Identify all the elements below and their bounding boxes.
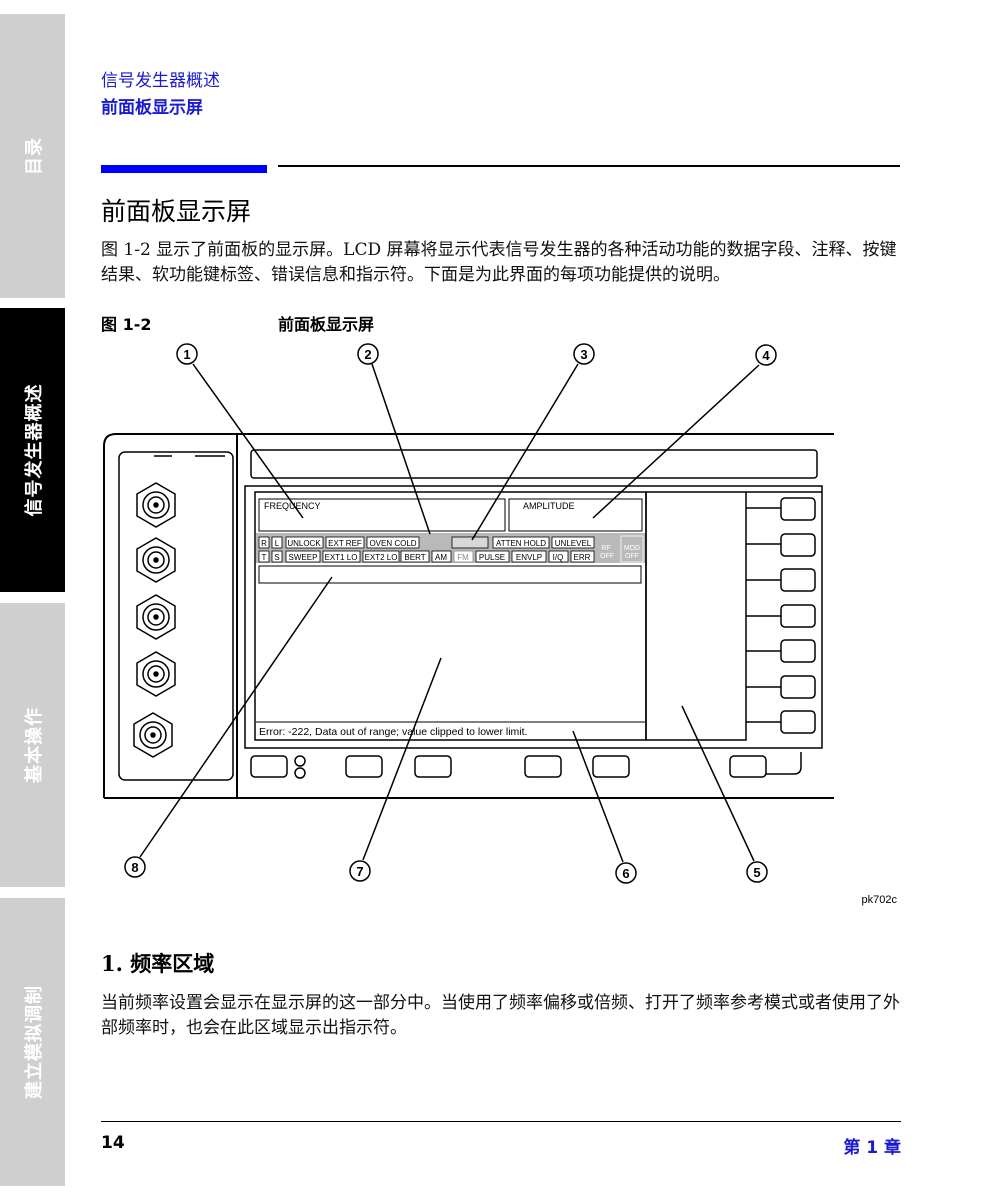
connector-icon: [136, 594, 176, 640]
error-message: Error: -222, Data out of range; value cl…: [259, 726, 527, 738]
annunciator-err: ERR: [574, 553, 591, 562]
callout-7: 7: [356, 864, 363, 879]
amplitude-label: AMPLITUDE: [523, 501, 575, 511]
softkey-5: [780, 639, 816, 663]
page-number: 14: [101, 1133, 125, 1153]
annunciator-oven-cold: OVEN COLD: [369, 539, 416, 548]
knob-icon: [294, 755, 306, 767]
instrument-outline: [103, 433, 834, 798]
connector-icon: [136, 537, 176, 583]
running-header-section: 前面板显示屏: [101, 98, 203, 118]
softkey-2: [780, 533, 816, 557]
side-tab-analog-modulation[interactable]: 建立模拟调制: [0, 898, 65, 1186]
rf-off-line2: OFF: [600, 553, 614, 560]
softkey-3: [780, 568, 816, 592]
annunciator-blank: [451, 536, 489, 549]
annunciator-sweep: SWEEP: [289, 553, 318, 562]
figure-id: pk702c: [861, 894, 897, 906]
subsection-paragraph: 当前频率设置会显示在显示屏的这一部分中。当使用了频率偏移或倍频、打开了频率参考模…: [101, 993, 900, 1038]
annunciator-ext2-lo: EXT2 LO: [365, 553, 398, 562]
annunciator-iq: I/Q: [553, 553, 564, 562]
rf-off-line1: RF: [601, 545, 610, 552]
annunciator-am: AM: [435, 553, 447, 562]
bottom-key-1: [250, 755, 288, 778]
figure-label: 图 1-2: [101, 315, 152, 334]
annunciator-strip: [256, 533, 645, 563]
annunciator-atten-hold: ATTEN HOLD: [496, 539, 546, 548]
bottom-key-5: [592, 755, 630, 778]
softkey-panel: [645, 491, 747, 741]
softkey-4: [780, 604, 816, 628]
callout-3: 3: [580, 347, 587, 362]
side-tab-label: 信号发生器概述: [23, 383, 45, 517]
text-area: [258, 565, 642, 584]
mod-off-line1: MOD: [624, 545, 640, 552]
side-tab-basic-operation[interactable]: 基本操作: [0, 603, 65, 887]
rf-connectors: [133, 482, 176, 758]
bottom-key-2: [345, 755, 383, 778]
connector-panel: [118, 451, 234, 781]
side-tab-label: 目录: [23, 137, 45, 175]
bottom-key-3: [414, 755, 452, 778]
softkey-1: [780, 497, 816, 521]
side-tab-label: 基本操作: [23, 707, 45, 783]
annunciator-l: L: [275, 539, 280, 548]
top-window: [250, 449, 818, 479]
intro-paragraph: 图 1-2 显示了前面板的显示屏。LCD 屏幕将显示代表信号发生器的各种活动功能…: [101, 240, 897, 285]
annunciator-unlevel: UNLEVEL: [555, 539, 592, 548]
callout-leaders: [139, 363, 760, 863]
softkey-6: [780, 675, 816, 699]
section-title: 前面板显示屏: [101, 197, 252, 226]
lcd-screen: [254, 491, 647, 741]
connector-icon: [136, 482, 176, 528]
callout-5: 5: [753, 865, 760, 880]
connector-icon: [133, 712, 173, 758]
amplitude-area: [508, 498, 643, 532]
annunciator-ext-ref: EXT REF: [328, 539, 362, 548]
subsection-title: 1. 频率区域: [101, 951, 215, 976]
connector-icon: [136, 651, 176, 697]
running-header-chapter: 信号发生器概述: [101, 71, 220, 91]
softkeys: [746, 491, 822, 734]
footer-rule: [101, 1121, 901, 1122]
bottom-key-6: [729, 755, 767, 778]
callout-4: 4: [762, 348, 770, 363]
callout-6: 6: [622, 866, 629, 881]
bottom-key-4: [524, 755, 562, 778]
header-black-rule: [278, 165, 900, 167]
annunciator-s: S: [274, 553, 279, 562]
annunciator-bert: BERT: [404, 553, 425, 562]
annunciator-pulse: PULSE: [479, 553, 505, 562]
chapter-link[interactable]: 第 1 章: [843, 1138, 901, 1158]
annunciator-t: T: [262, 553, 267, 562]
mod-off-line2: OFF: [625, 553, 639, 560]
callout-2: 2: [364, 347, 371, 362]
callout-8: 8: [131, 860, 138, 875]
annunciator-fm: FM: [457, 553, 469, 562]
annunciator-unlock: UNLOCK: [287, 539, 321, 548]
bottom-keys: [250, 752, 802, 779]
annunciator-r: R: [261, 539, 267, 548]
header-blue-rule: [101, 165, 267, 173]
side-tab-overview[interactable]: 信号发生器概述: [0, 308, 65, 592]
side-tab-label: 建立模拟调制: [23, 985, 45, 1099]
annunciator-envlp: ENVLP: [516, 553, 542, 562]
frequency-label: FREQUENCY: [264, 501, 321, 511]
callout-1: 1: [183, 347, 190, 362]
softkey-7: [780, 710, 816, 734]
frequency-area: [258, 498, 506, 532]
figure-caption: 前面板显示屏: [278, 315, 375, 334]
side-tab-contents[interactable]: 目录: [0, 14, 65, 298]
annunciator-ext1-lo: EXT1 LO: [325, 553, 358, 562]
